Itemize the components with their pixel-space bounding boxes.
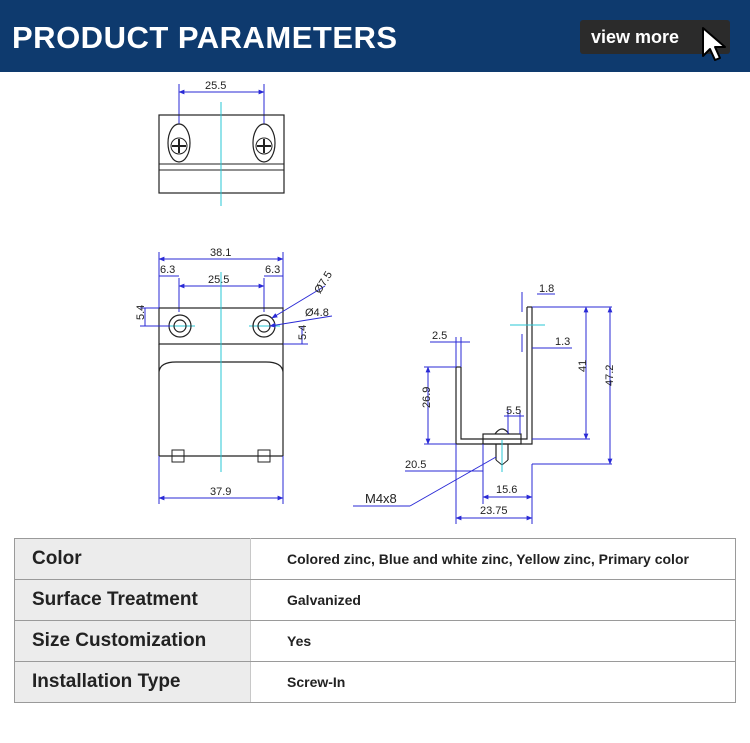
width-2375-label: 23.75 [480, 505, 508, 517]
param-label-surface-treatment: Surface Treatment [14, 579, 251, 621]
param-value-surface-treatment: Galvanized [250, 579, 736, 621]
side-view: 1.8 1.3 2.5 26.9 41 47.2 5.5 20.5 [353, 283, 616, 524]
param-label-size-customization: Size Customization [14, 620, 251, 662]
height-41-label: 41 [577, 360, 589, 372]
screw-head-right-icon [252, 123, 276, 163]
foot-55-label: 5.5 [506, 405, 521, 417]
table-row: Surface Treatment Galvanized [14, 579, 736, 621]
top-hole-spacing-label: 25.5 [205, 80, 226, 92]
left-offset-label: 5.4 [135, 305, 147, 320]
param-value-size-customization: Yes [250, 620, 736, 662]
thickness-top-label: 1.8 [539, 283, 554, 295]
inner-height-label: 26.9 [421, 387, 433, 408]
page-title: PRODUCT PARAMETERS [12, 20, 398, 55]
param-label-installation-type: Installation Type [14, 661, 251, 703]
screw-spec-label: M4x8 [365, 491, 397, 506]
head-diameter-label: Ø7.5 [312, 269, 335, 296]
front-bottom-width-label: 37.9 [210, 486, 231, 498]
front-edge-right-label: 6.3 [265, 264, 280, 276]
front-hole-spacing-label: 25.5 [208, 274, 229, 286]
screw-head-left-icon [167, 123, 191, 163]
parameters-table: Color Colored zinc, Blue and white zinc,… [14, 538, 736, 703]
lip-left-label: 2.5 [432, 330, 447, 342]
view-more-label: view more [591, 27, 680, 47]
table-row: Color Colored zinc, Blue and white zinc,… [14, 538, 736, 580]
gap-right-label: 1.3 [555, 336, 570, 348]
table-row: Installation Type Screw-In [14, 661, 736, 703]
view-more-button[interactable]: view more [580, 20, 730, 61]
right-offset-label: 5.4 [297, 325, 309, 340]
cursor-arrow-icon [702, 27, 726, 61]
hole-diameter-label: Ø4.8 [305, 307, 329, 319]
param-value-color: Colored zinc, Blue and white zinc, Yello… [250, 538, 736, 580]
front-view: 38.1 6.3 6.3 25.5 Ø7.5 Ø4.8 [135, 247, 335, 504]
top-view: 25.5 [158, 80, 285, 206]
header-banner: PRODUCT PARAMETERS view more [0, 0, 750, 72]
param-value-installation-type: Screw-In [250, 661, 736, 703]
front-overall-width-label: 38.1 [210, 247, 231, 259]
technical-drawing: 25.5 38.1 6.3 6.3 25.5 [135, 80, 616, 524]
depth-205-label: 20.5 [405, 459, 426, 471]
width-156-label: 15.6 [496, 484, 517, 496]
front-edge-left-label: 6.3 [160, 264, 175, 276]
param-label-color: Color [14, 538, 251, 580]
height-472-label: 47.2 [604, 365, 616, 386]
table-row: Size Customization Yes [14, 620, 736, 662]
